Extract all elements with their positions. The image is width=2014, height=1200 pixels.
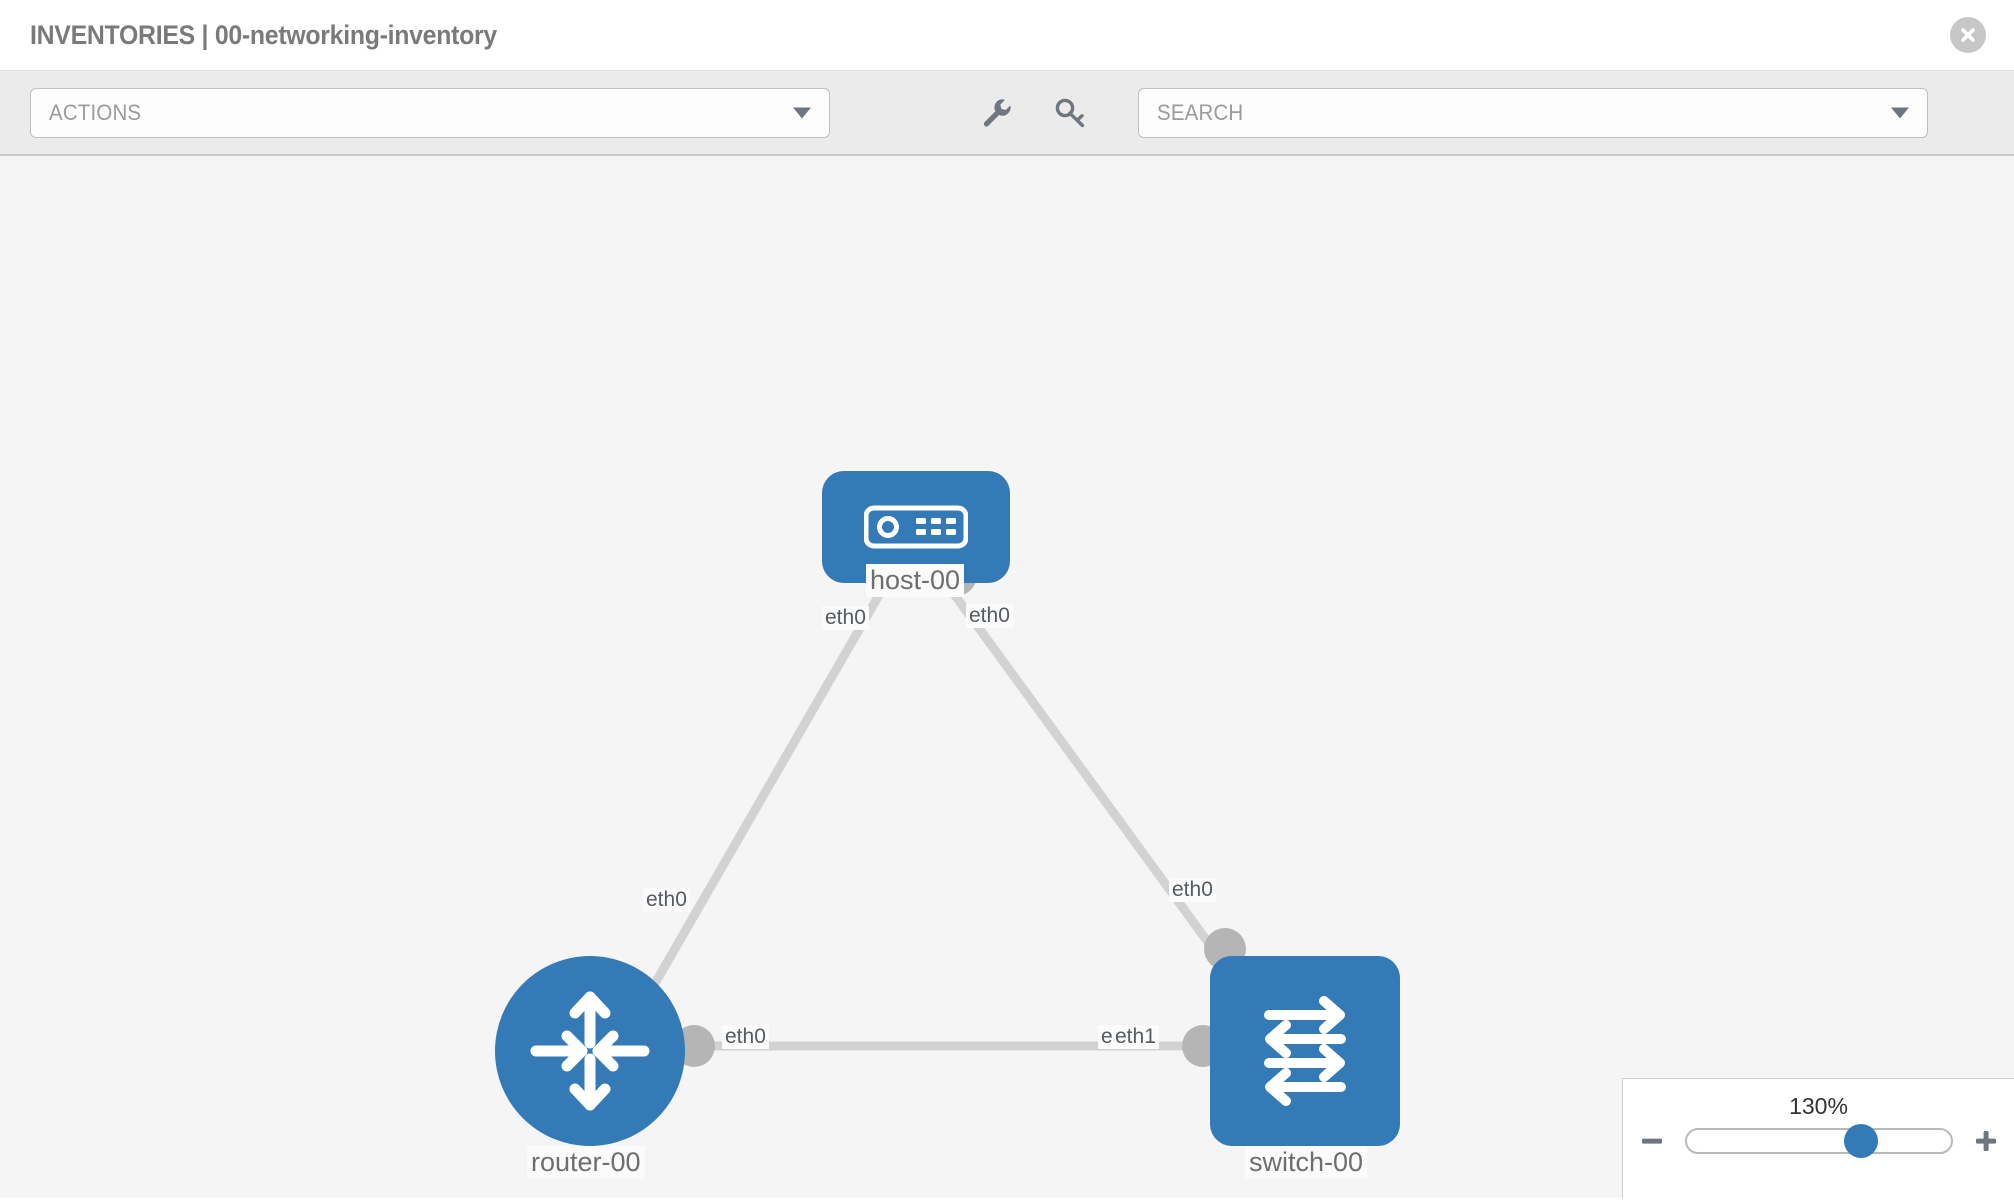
plus-icon	[1975, 1131, 1996, 1151]
page-title: INVENTORIES | 00-networking-inventory	[30, 19, 497, 50]
topology-canvas[interactable]: host-00 router-00 switch-00 eth0 eth0 et…	[0, 156, 2014, 1198]
zoom-control-panel: 130%	[1622, 1078, 2014, 1198]
zoom-slider-row	[1623, 1124, 2014, 1158]
iface-label-switch-left: eth1	[1112, 1025, 1159, 1050]
node-router-00[interactable]	[495, 956, 685, 1146]
iface-label-switch-up: eth0	[1169, 878, 1216, 903]
search-placeholder: SEARCH	[1157, 99, 1244, 125]
minus-icon	[1641, 1138, 1662, 1144]
key-icon[interactable]	[1050, 92, 1092, 134]
chevron-down-icon	[1891, 107, 1909, 118]
zoom-level-value: 130%	[1789, 1093, 1848, 1119]
actions-dropdown-label: ACTIONS	[49, 99, 142, 125]
node-switch-00[interactable]	[1210, 956, 1400, 1146]
search-input[interactable]: SEARCH	[1138, 87, 1928, 138]
topology-links	[616, 580, 1222, 1051]
close-icon	[1961, 28, 1975, 42]
zoom-out-button[interactable]	[1637, 1126, 1667, 1156]
server-icon	[864, 505, 968, 549]
node-label-host-00: host-00	[866, 564, 965, 598]
node-label-router-00: router-00	[527, 1146, 645, 1180]
toolbar: ACTIONS SEARCH	[0, 70, 2014, 156]
wrench-icon[interactable]	[976, 92, 1018, 134]
zoom-slider-thumb[interactable]	[1843, 1124, 1878, 1158]
zoom-in-button[interactable]	[1971, 1126, 2001, 1156]
router-icon	[530, 991, 650, 1111]
toolbar-icons	[976, 92, 1092, 134]
zoom-slider-track[interactable]	[1684, 1124, 1953, 1158]
page-header: INVENTORIES | 00-networking-inventory	[0, 0, 2014, 70]
chevron-down-icon	[793, 107, 811, 118]
actions-dropdown[interactable]: ACTIONS	[30, 87, 830, 138]
iface-label-router-right: eth0	[722, 1025, 769, 1050]
node-label-switch-00: switch-00	[1245, 1146, 1368, 1180]
link-host-router	[616, 580, 890, 1047]
iface-label-host-right: eth0	[966, 604, 1013, 629]
close-button[interactable]	[1950, 17, 1986, 53]
iface-label-host-left: eth0	[822, 606, 869, 631]
switch-icon	[1264, 996, 1346, 1106]
iface-label-router-up: eth0	[643, 888, 690, 913]
